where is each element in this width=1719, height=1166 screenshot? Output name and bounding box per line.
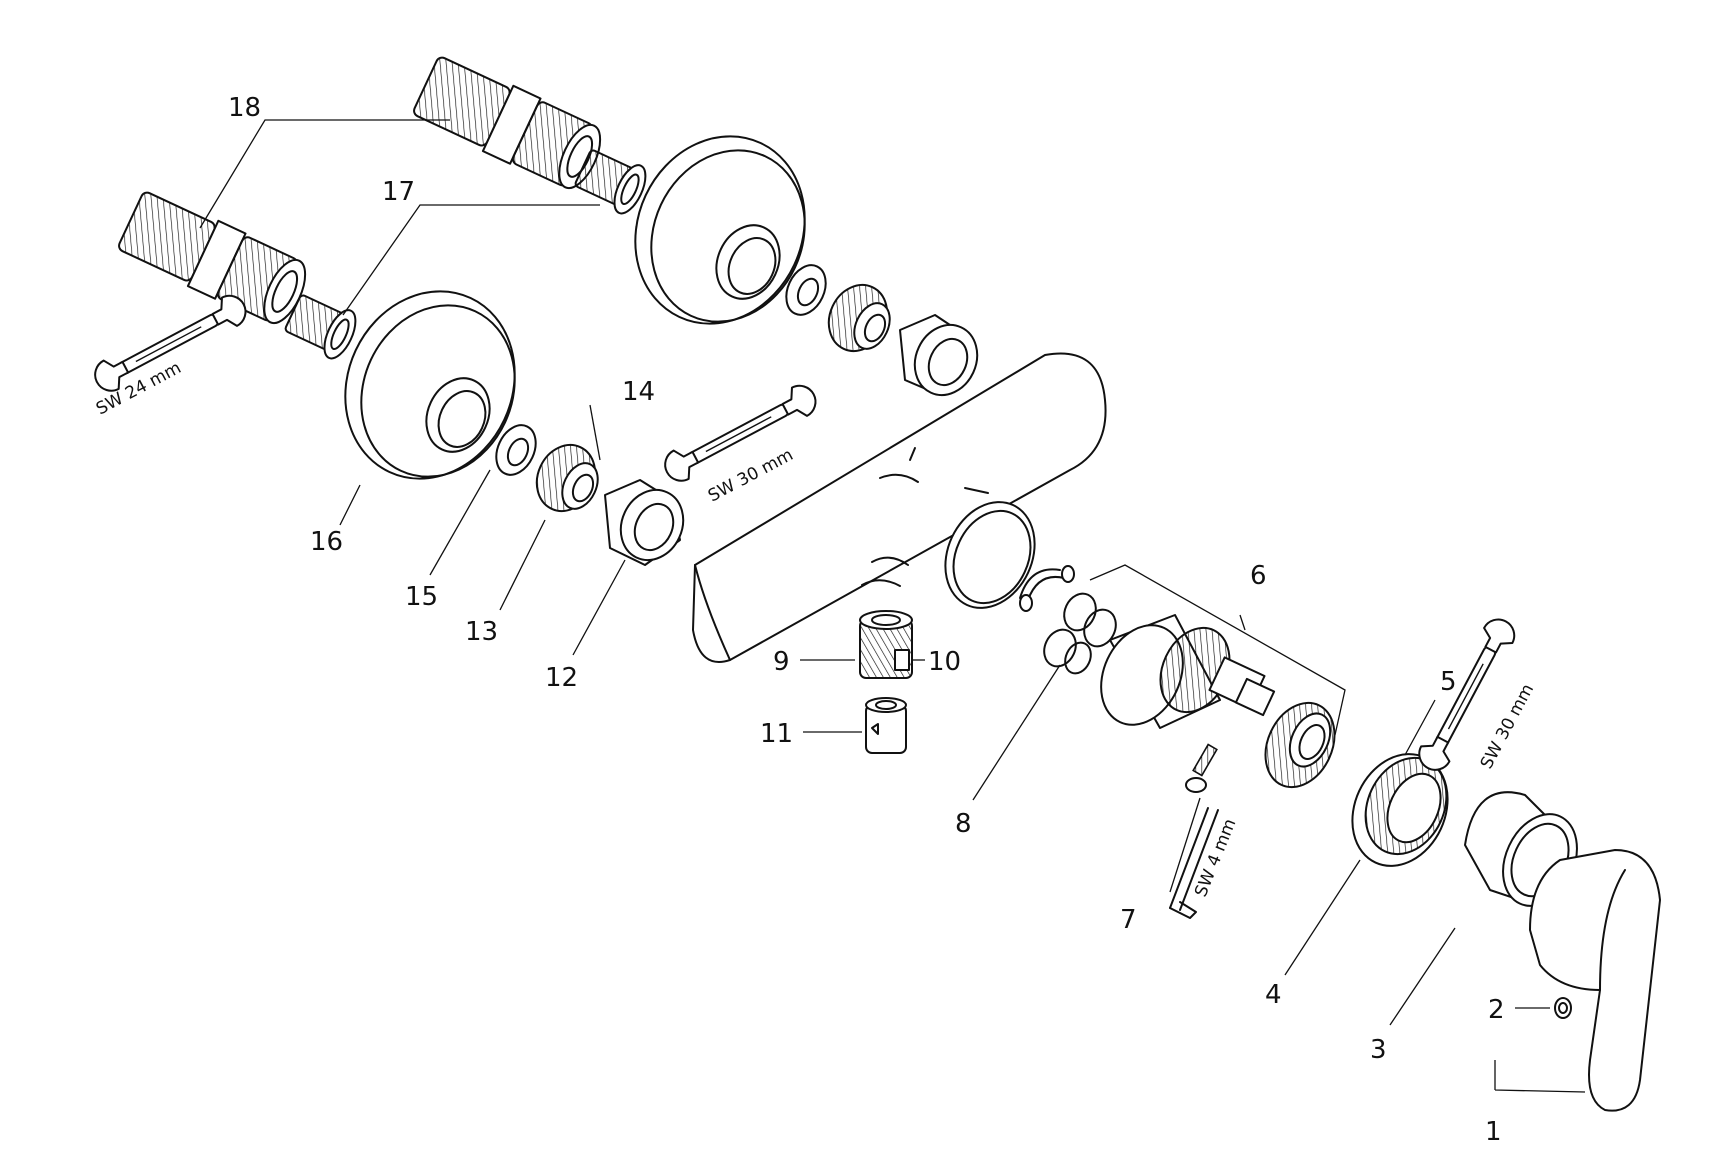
nipple-13 (535, 443, 599, 513)
leader-lines (199, 119, 1586, 1093)
callout-10: 10 (928, 647, 961, 677)
rosette-upper (634, 135, 806, 325)
check-valve-11 (865, 697, 907, 754)
adapter-lower (284, 294, 357, 360)
cartridge-6 (1100, 614, 1276, 729)
cartridge-nut (1264, 701, 1336, 789)
callout-17: 17 (382, 177, 415, 207)
screw-7 (1185, 743, 1218, 793)
retaining-clip (1019, 565, 1075, 612)
nipple-upper (827, 283, 891, 353)
callout-6: 6 (1250, 561, 1267, 591)
callout-13: 13 (465, 617, 498, 647)
washer-15 (495, 424, 537, 476)
callout-2: 2 (1488, 995, 1505, 1025)
wrench-sw30-right-label: SW 30 mm (1477, 681, 1538, 773)
callout-11: 11 (760, 719, 793, 749)
nut-12 (604, 479, 685, 566)
callout-5: 5 (1440, 667, 1457, 697)
callout-1: 1 (1485, 1117, 1502, 1147)
wrench-sw30-left-icon (664, 384, 817, 482)
bonnet-nut-4 (1351, 753, 1449, 867)
callout-9: 9 (773, 647, 790, 677)
adapter-upper (574, 149, 647, 215)
flow-limiter-9 (859, 610, 913, 679)
hex-key-7 (1169, 807, 1219, 919)
nut-upper (899, 314, 979, 397)
wrench-sw30-left-label: SW 30 mm (705, 445, 797, 506)
callout-12: 12 (545, 663, 578, 693)
callout-8: 8 (955, 809, 972, 839)
hex-key-sw4-label: SW 4 mm (1191, 816, 1240, 900)
washer-upper (785, 264, 827, 316)
callout-15: 15 (405, 582, 438, 612)
valve-body (692, 352, 1107, 663)
lever-handle-1 (1529, 849, 1661, 1112)
rosette-lower (344, 290, 516, 480)
callout-16: 16 (310, 527, 343, 557)
wrench-sw24-icon (94, 294, 247, 392)
s-union-lower (118, 191, 307, 325)
callout-3: 3 (1370, 1035, 1387, 1065)
callout-14: 14 (622, 377, 655, 407)
o-rings-8 (1043, 592, 1117, 675)
callout-4: 4 (1265, 980, 1282, 1010)
grub-screw-2 (1554, 997, 1572, 1019)
callout-7: 7 (1120, 905, 1137, 935)
wrench-sw30-right-icon (1418, 618, 1516, 771)
callout-18: 18 (228, 93, 261, 123)
